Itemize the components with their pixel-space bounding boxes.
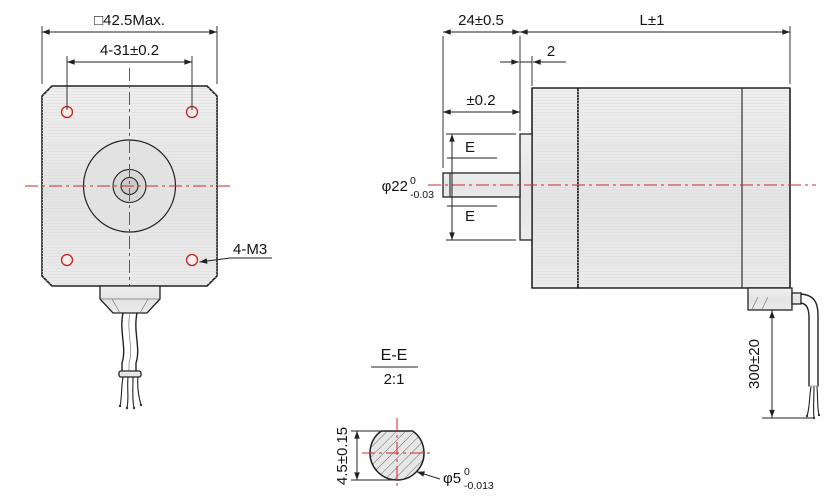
mounting-hole bbox=[185, 253, 199, 267]
wire-strand bbox=[137, 376, 142, 406]
shaft-diameter-tol-upper: 0 bbox=[464, 466, 470, 478]
wire-tip bbox=[125, 406, 129, 410]
connector-detail bbox=[111, 298, 121, 314]
wire-tip bbox=[132, 406, 136, 410]
connector-latch bbox=[791, 292, 802, 305]
connector-detail bbox=[139, 298, 149, 314]
connector-detail bbox=[751, 296, 759, 310]
pilot-diameter-tol-upper: 0 bbox=[410, 175, 416, 187]
cable-core bbox=[128, 312, 132, 372]
shaft-length-dim-label: 24±0.5 bbox=[458, 12, 504, 29]
shaft-diameter-dim-label: φ5 bbox=[443, 470, 461, 487]
wire-strand bbox=[126, 376, 129, 409]
wire-length-dim-label: 300±20 bbox=[746, 339, 763, 389]
leader-line-thread bbox=[199, 257, 272, 264]
shaft-tolerance-dim-label: ±0.2 bbox=[466, 92, 495, 109]
outer-square-dim-label: □42.5Max. bbox=[94, 12, 165, 29]
leader-line-shaft-diameter bbox=[416, 471, 441, 480]
hole-spacing-dim-label: 4-31±0.2 bbox=[100, 42, 159, 59]
mounting-hole bbox=[60, 253, 74, 267]
shaft-section-hatch bbox=[369, 430, 425, 481]
wire-tip bbox=[118, 404, 122, 408]
section-title: E-E bbox=[381, 347, 408, 364]
section-scale: 2:1 bbox=[384, 371, 405, 388]
pilot-step-dim-label: 2 bbox=[547, 43, 555, 60]
side-view: 24±0.5 L±1 2 ±0.2 E E φ22 0 -0.03 bbox=[382, 12, 821, 420]
lead-cable-edge bbox=[800, 293, 819, 387]
wire-strand bbox=[132, 376, 135, 409]
cable-edge bbox=[121, 312, 125, 373]
wire-strands bbox=[805, 386, 821, 420]
pilot-diameter-tol-lower: -0.03 bbox=[410, 189, 434, 201]
wire-tip bbox=[812, 416, 816, 420]
section-view: E-E 2:1 4.5±0.15 φ5 0 -0.013 bbox=[334, 347, 494, 492]
cable-edge bbox=[135, 312, 139, 373]
connector-detail bbox=[761, 296, 769, 310]
wire-strand bbox=[119, 376, 124, 407]
flat-height-dim-label: 4.5±0.15 bbox=[334, 427, 351, 485]
shaft-diameter-tol-lower: -0.013 bbox=[464, 480, 494, 492]
wire-connector-housing bbox=[99, 285, 161, 314]
front-view: □42.5Max. 4-31±0.2 4-M3 bbox=[25, 12, 272, 410]
wire-tip bbox=[805, 414, 809, 418]
lead-cable-edge bbox=[800, 302, 810, 387]
body-texture bbox=[534, 90, 788, 286]
cable-sleeve-end bbox=[118, 370, 142, 378]
wire-strand bbox=[816, 386, 820, 416]
body-length-dim-label: L±1 bbox=[640, 12, 665, 29]
mounting-thread-label: 4-M3 bbox=[233, 241, 267, 258]
pilot-boss-side bbox=[519, 133, 533, 241]
pilot-diameter-dim-label: φ22 bbox=[382, 178, 408, 195]
lead-connector-housing bbox=[747, 287, 793, 311]
section-mark-label-bottom: E bbox=[465, 208, 475, 225]
wire-tip bbox=[817, 413, 821, 417]
wire-strand bbox=[806, 386, 812, 417]
wire-tip bbox=[139, 403, 143, 407]
wire-strands bbox=[118, 376, 143, 410]
section-mark-label-top: E bbox=[465, 139, 475, 156]
